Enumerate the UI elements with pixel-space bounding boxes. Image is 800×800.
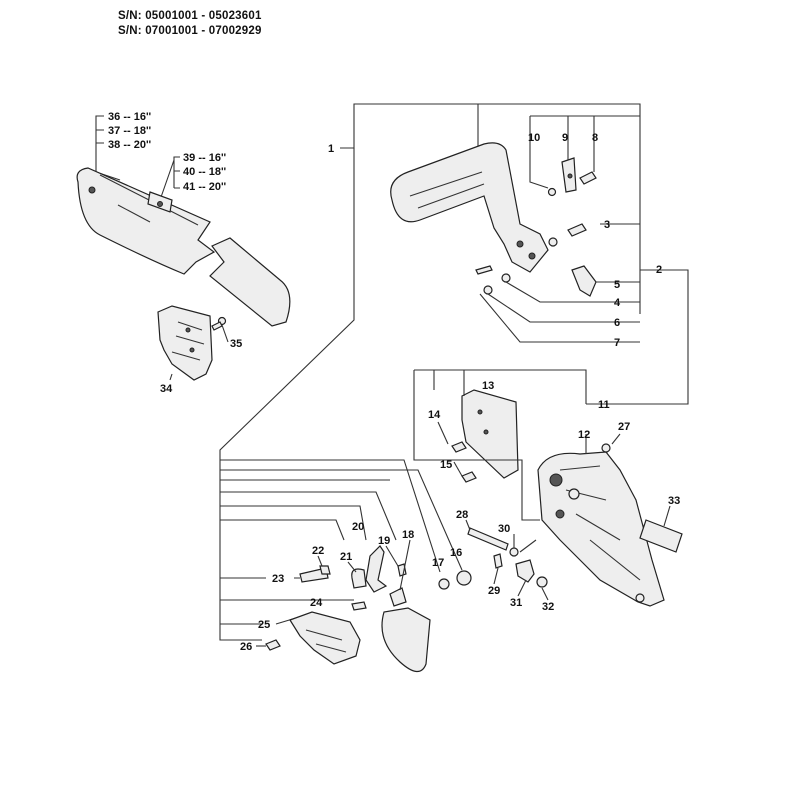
callout-2: 2 [656,264,662,276]
callout-19: 19 [378,535,390,547]
small-parts-28-32 [467,527,548,588]
callout-5: 5 [614,279,620,291]
side-cover [537,443,665,607]
callout-26: 26 [240,641,252,653]
guide-bar [76,167,291,327]
callout-6: 6 [614,317,620,329]
callout-32: 32 [542,601,554,613]
brake-parts [265,545,472,673]
callout-20: 20 [352,521,364,533]
callout-41: 41 [183,181,195,193]
svg-text:36 -- 16'': 36 -- 16'' [108,111,152,123]
part-chain-guide-plate [157,305,213,381]
callout-4: 4 [614,297,621,309]
callout-9: 9 [562,132,568,144]
callout-25: 25 [258,619,270,631]
part-label-33 [639,519,683,553]
hand-guard-small-parts [475,157,597,297]
callout-3: 3 [604,219,610,231]
callout-10: 10 [528,132,540,144]
callout-34: 34 [160,383,173,395]
callout-33: 33 [668,495,680,507]
hand-guard [390,142,549,273]
callout-30: 30 [498,523,510,535]
callout-13: 13 [482,380,494,392]
callout-1: 1 [328,143,334,155]
svg-text:41 -- 20'': 41 -- 20'' [183,181,227,193]
svg-text:40 -- 18'': 40 -- 18'' [183,166,227,178]
chain-size-list: 39 -- 16'' 40 -- 18'' 41 -- 20'' [159,152,227,201]
callout-15: 15 [440,459,452,471]
callout-36: 36 [108,111,120,123]
callout-14: 14 [428,409,441,421]
bar-size-list: 36 -- 16'' 37 -- 18'' 38 -- 20'' [95,111,152,181]
callout-31: 31 [510,597,522,609]
callout-39: 39 [183,152,195,164]
callout-8: 8 [592,132,598,144]
callout-22: 22 [312,545,324,557]
callout-24: 24 [310,597,323,609]
callout-40: 40 [183,166,195,178]
callout-23: 23 [272,573,284,585]
callout-29: 29 [488,585,500,597]
callout-12: 12 [578,429,590,441]
assembly-1-tree [219,103,641,641]
callout-7: 7 [614,337,620,349]
callout-37: 37 [108,125,120,137]
callout-17: 17 [432,557,444,569]
callout-35: 35 [230,338,242,350]
serial-number-2: S/N: 07001001 - 07002929 [118,25,262,37]
callout-38: 38 [108,139,120,151]
callout-11: 11 [598,399,610,411]
callout-18: 18 [402,529,414,541]
svg-text:39 -- 16'': 39 -- 16'' [183,152,227,164]
callout-27: 27 [618,421,630,433]
callout-21: 21 [340,551,352,563]
callout-16: 16 [450,547,462,559]
svg-text:38 -- 20'': 38 -- 20'' [108,139,152,151]
serial-number-1: S/N: 05001001 - 05023601 [118,10,262,22]
svg-text:37 -- 18'': 37 -- 18'' [108,125,152,137]
plate-13 [451,389,519,483]
callout-28: 28 [456,509,468,521]
